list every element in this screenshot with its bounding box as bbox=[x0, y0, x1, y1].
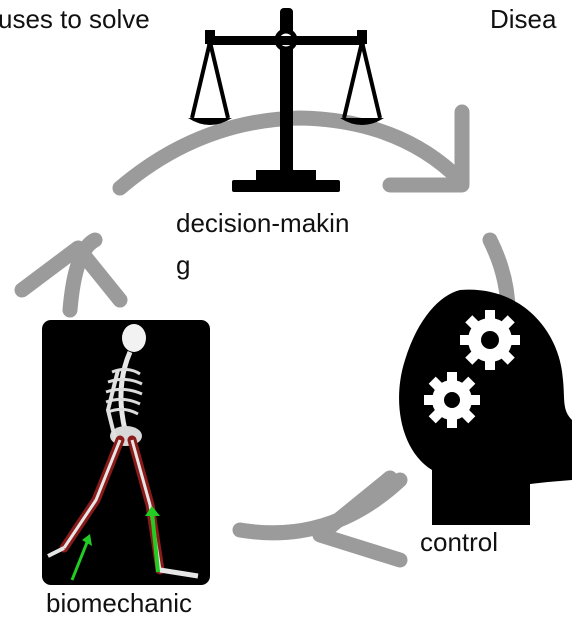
arrowhead-top-right bbox=[382, 104, 470, 193]
arrowhead-left bbox=[14, 240, 128, 308]
label-control: control bbox=[420, 527, 499, 557]
label-top-left: uses to solve bbox=[0, 4, 150, 34]
walking-skeleton-icon bbox=[42, 320, 210, 585]
label-biomechanics: biomechanic bbox=[46, 588, 192, 618]
arrowhead-bottom bbox=[312, 470, 408, 568]
gear-icon bbox=[424, 372, 480, 428]
gear-icon bbox=[460, 310, 520, 370]
label-top-right: Disea bbox=[490, 4, 557, 34]
arrow-decision-to-control bbox=[112, 110, 468, 196]
head-with-gears-icon bbox=[399, 289, 572, 525]
balance-scale-icon bbox=[188, 8, 384, 192]
label-decision-making: decision-making bbox=[176, 208, 350, 280]
arrow-biomechanics-to-decision bbox=[62, 232, 103, 318]
